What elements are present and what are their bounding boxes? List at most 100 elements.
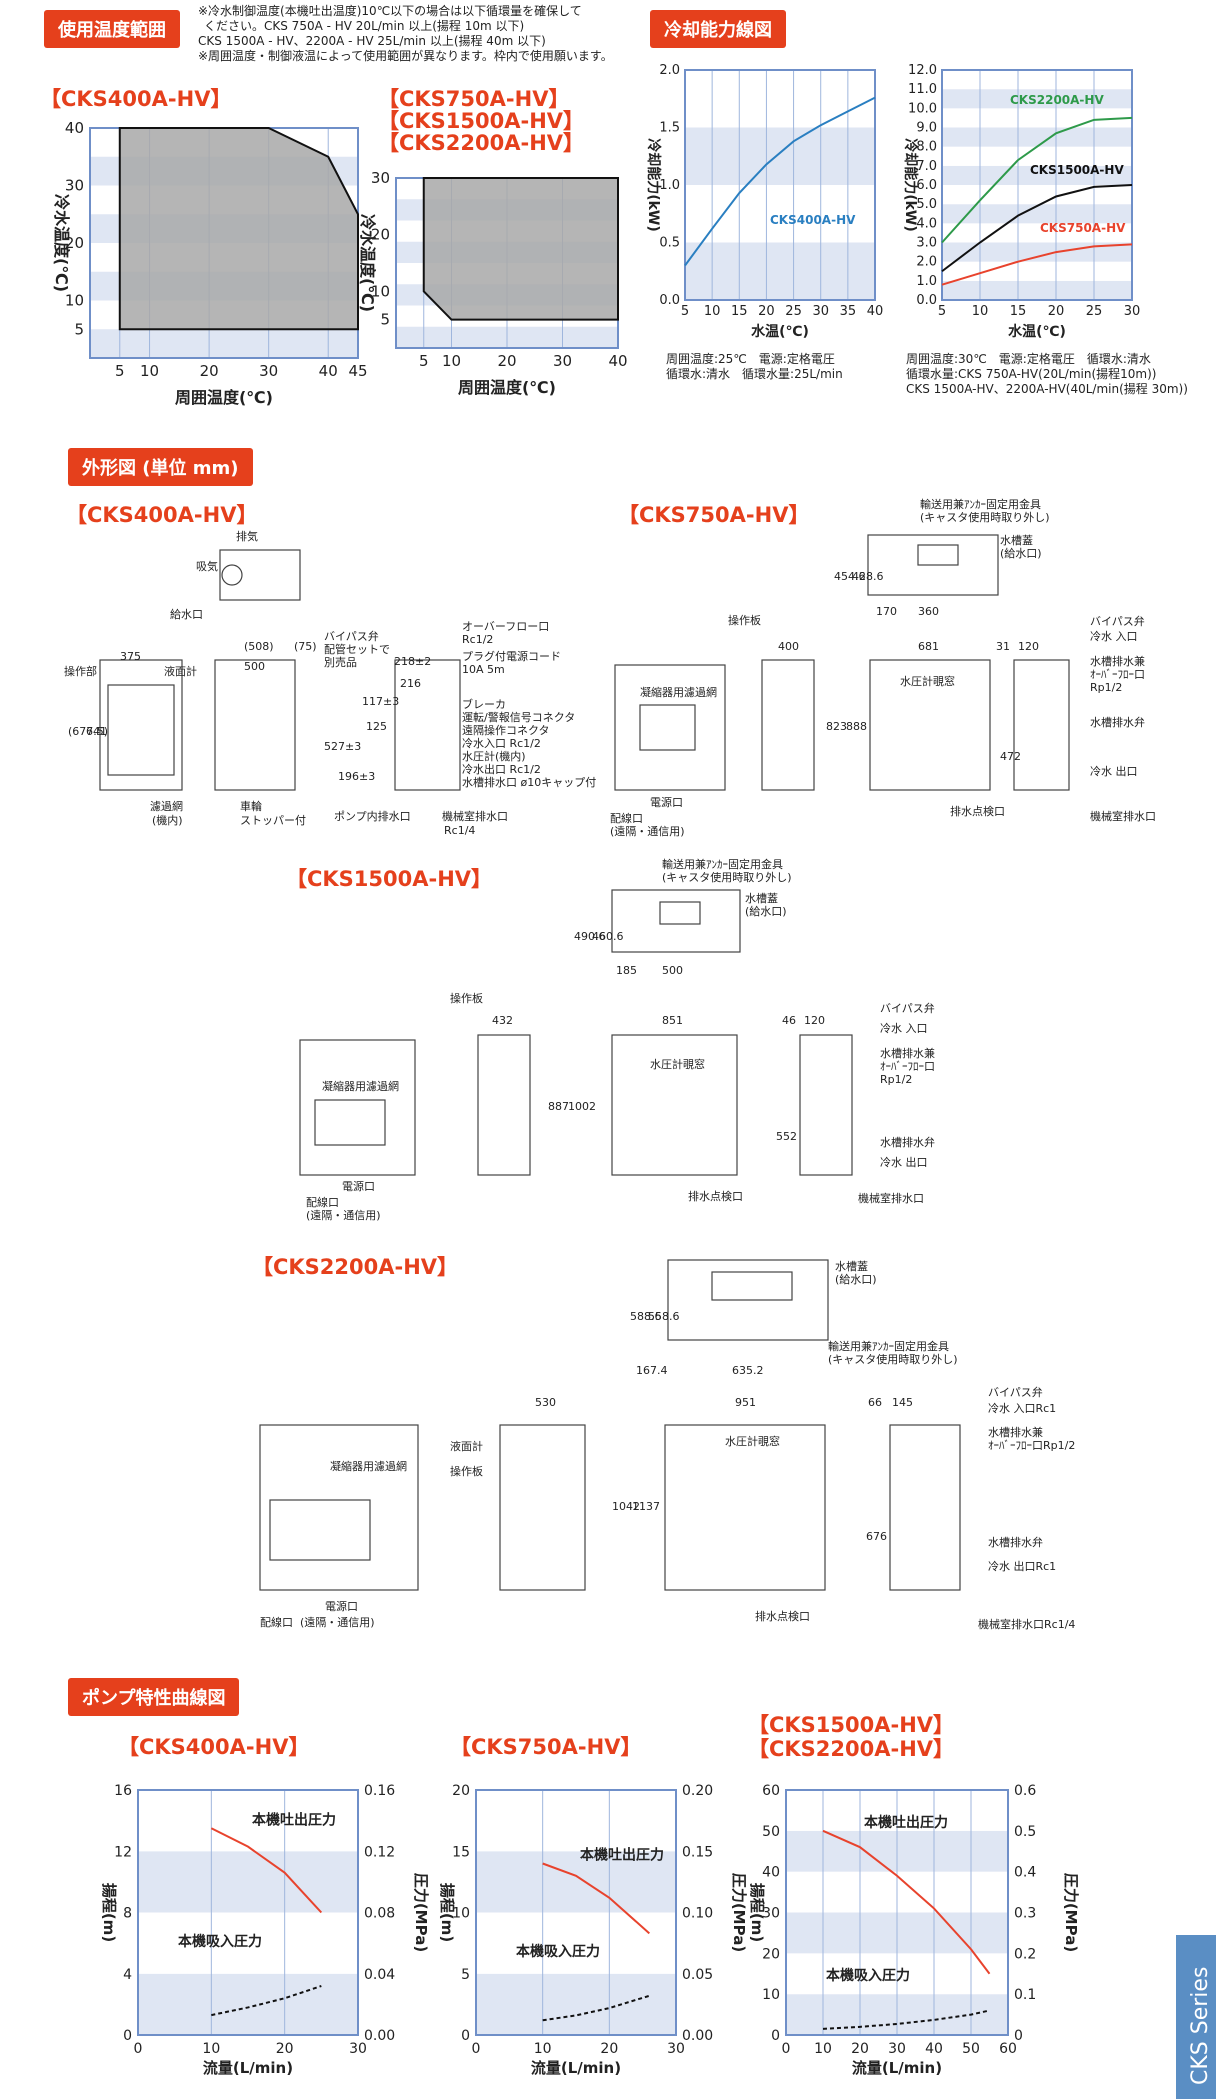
label-rp12-1500: Rp1/2 [880, 1073, 912, 1086]
x-tick-label: 20 [1048, 304, 1065, 319]
x-tick-label: 35 [840, 304, 857, 319]
label-rc12-400: Rc1/2 [462, 633, 493, 646]
dim-2200-9: 145 [892, 1396, 913, 1409]
cks400-back-view [394, 659, 461, 791]
y-tick-label: 4 [123, 1967, 132, 1983]
y-tick-label: 11.0 [908, 82, 937, 97]
suction-label: 本機吸入圧力 [178, 1933, 262, 1950]
label-intake-400: 吸気 [196, 559, 218, 573]
label-inlet-1500: (給水口) [745, 904, 787, 918]
note-line: ※冷水制御温度(本機吐出温度)10℃以下の場合は以下循環量を確保して [198, 4, 582, 18]
dim-2200-6: 1137 [632, 1500, 660, 1513]
y2-tick-label: 0.08 [364, 1906, 395, 1922]
series-label: CKS400A-HV [770, 213, 856, 227]
discharge-line [822, 1829, 991, 1975]
x-tick-label: 10 [534, 2041, 552, 2057]
dim-2200-10: 676 [866, 1530, 887, 1543]
label-drain-valve-2200: 水槽排水弁 [988, 1535, 1043, 1549]
y-tick-label: 40 [65, 119, 84, 137]
label-chilled-in-2200: 冷水 入口Rc1 [988, 1402, 1056, 1415]
dim-400-6: 218±2 [394, 655, 431, 668]
y-tick-label: 5 [74, 320, 84, 338]
cks750-back-view [1013, 659, 1070, 791]
label-drain-valve-1500: 水槽排水弁 [880, 1135, 935, 1149]
section-dims: 外形図 (単位 mm) [68, 448, 253, 486]
usable-area [118, 127, 359, 331]
plot-band [942, 280, 1132, 300]
series-line [941, 116, 1133, 244]
label-bypass-400: バイパス弁 [324, 629, 379, 643]
y-tick-label: 0 [123, 2028, 132, 2044]
pump-title-1500: 【CKS1500A-HV】 [748, 1713, 955, 1737]
y-tick-label: 8.0 [916, 140, 937, 155]
label-caster-750: (キャスタ使用時取り外し) [920, 511, 1050, 524]
label-10a-400: 10A 5m [462, 663, 505, 676]
y-tick-label: 6.0 [916, 178, 937, 193]
y-tick-label: 10 [452, 1906, 470, 1922]
cks1500-right-side [611, 1034, 738, 1176]
x-tick-label: 0 [134, 2041, 143, 2057]
cks2200-top-view [667, 1259, 829, 1341]
label-tank-lid-750: 水槽蓋 [1000, 534, 1033, 547]
dim-2200-1: 558.6 [648, 1310, 680, 1323]
x-tick-label: 10 [442, 352, 461, 370]
label-wiring-1500: 配線口 [306, 1195, 339, 1209]
label-bypass-1500: バイパス弁 [880, 1001, 935, 1015]
dim-1500-4: 432 [492, 1014, 513, 1027]
y-tick-label: 20 [65, 234, 84, 252]
section-pump: ポンプ特性曲線図 [68, 1678, 240, 1716]
x-tick-label: 5 [419, 352, 429, 370]
x-tick-label: 30 [553, 352, 572, 370]
label-overflow-1500: ｵｰﾊﾞｰﾌﾛｰ口 [880, 1060, 935, 1073]
dim-400-0: 375 [120, 650, 141, 663]
label-cond-filter-2200: 凝縮器用濾過網 [330, 1459, 407, 1473]
cks2200-front-view [499, 1424, 586, 1591]
dim-1500-6: 1002 [568, 1100, 596, 1113]
cks400-fan-circle [221, 564, 243, 586]
y-axis-label: 揚程(m) [748, 1883, 766, 1942]
y-tick-label: 10 [65, 292, 84, 310]
y2-axis-label: 圧力(MPa) [730, 1873, 748, 1952]
y-tick-label: 5 [461, 1967, 470, 1983]
note-line: CKS 1500A - HV、2200A - HV 25L/min 以上(揚程 … [198, 34, 546, 48]
y-tick-label: 7.0 [916, 159, 937, 174]
series-line [941, 184, 1133, 273]
x-tick-label: 5 [681, 304, 689, 319]
cks750-tank-lid [917, 544, 959, 566]
suction-line [211, 1985, 322, 2017]
label-cond-filter-1500: 凝縮器用濾過網 [322, 1079, 399, 1093]
label-wheel-400: 車輪 [240, 799, 262, 813]
x-tick-label: 10 [704, 304, 721, 319]
dim-1500-1: 460.6 [592, 930, 624, 943]
dim-400-10: 527±3 [324, 740, 361, 753]
y2-tick-label: 0.5 [1014, 1824, 1036, 1840]
plot-band [90, 329, 358, 358]
x-axis-label: 周囲温度(℃) [175, 388, 273, 407]
dim-750-10: 472 [1000, 750, 1021, 763]
plot-band [942, 108, 1132, 128]
x-tick-label: 10 [814, 2041, 832, 2057]
y-tick-label: 5.0 [916, 197, 937, 212]
series-label: CKS1500A-HV [1030, 163, 1124, 177]
dim-750-7: 681 [918, 640, 939, 653]
y-tick-label: 16 [114, 1783, 132, 1799]
cks750-left-side [614, 664, 726, 791]
cks400-top-view [219, 549, 301, 601]
note-line: ください。CKS 750A - HV 20L/min 以上(揚程 10m 以下) [204, 19, 525, 33]
range-title-1500: 【CKS1500A-HV】 [378, 109, 585, 133]
plot-band [942, 185, 1132, 205]
y-tick-label: 2.0 [659, 63, 680, 78]
plot-band [138, 1790, 358, 1852]
cks2200-right-side [664, 1424, 826, 1591]
x-tick-label: 30 [667, 2041, 685, 2057]
condition-line: 循環水量:CKS 750A-HV(20L/min(揚程10m)) [906, 367, 1157, 381]
dim-1500-8: 46 [782, 1014, 796, 1027]
range-title-2200: 【CKS2200A-HV】 [378, 131, 585, 155]
dimension-drawings: 排気 吸気 給水口 操作部 液面計 375 641 (677.5) (508) … [64, 497, 1156, 1631]
x-tick-label: 10 [140, 362, 159, 380]
dim-1500-10: 552 [776, 1130, 797, 1143]
